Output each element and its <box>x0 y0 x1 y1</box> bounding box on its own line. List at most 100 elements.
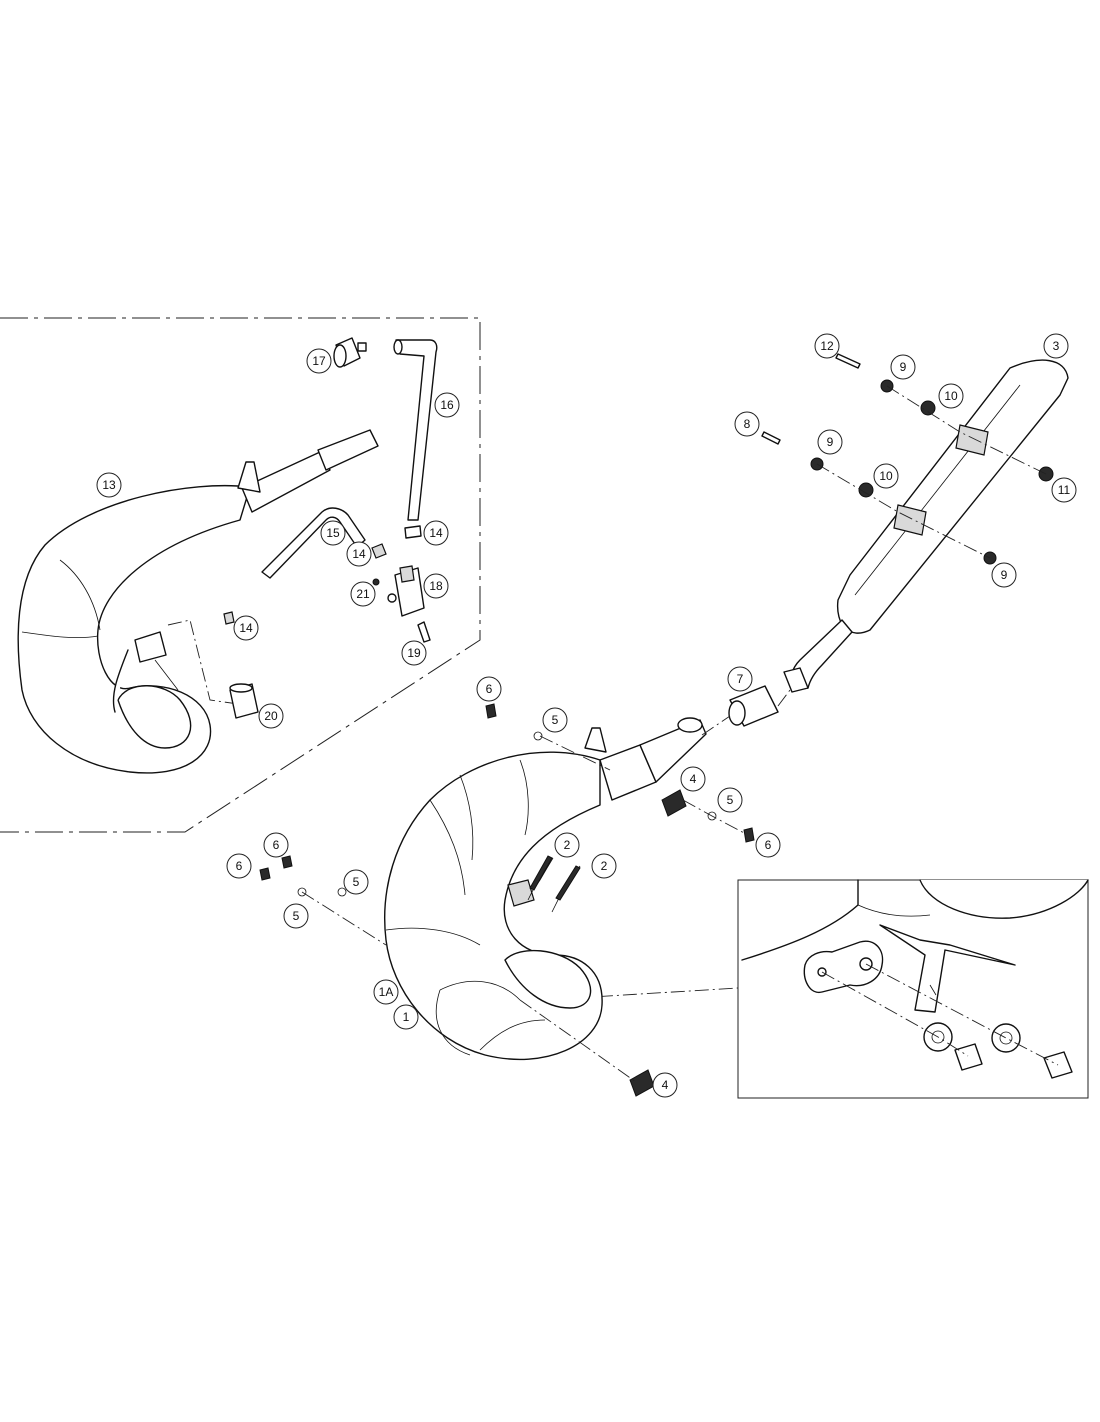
callout-number: 11 <box>1058 483 1071 497</box>
callout-number: 1A <box>379 985 394 999</box>
callout-number: 6 <box>486 682 493 696</box>
callout-number: 17 <box>312 354 326 368</box>
kit-valve-body <box>372 565 425 617</box>
kit-sleeve-c <box>223 611 235 625</box>
callout-number: 10 <box>879 469 893 483</box>
callout-10a: 10 <box>938 383 964 409</box>
callout-number: 5 <box>552 713 559 727</box>
callout-number: 1 <box>403 1010 410 1024</box>
callout-8: 8 <box>734 411 760 437</box>
main-exhaust-pipe <box>384 717 707 1061</box>
callout-9b: 9 <box>817 429 843 455</box>
callout-circle <box>814 333 840 359</box>
callout-6b: 6 <box>755 832 781 858</box>
callout-number: 14 <box>352 547 366 561</box>
callout-circle <box>652 1072 678 1098</box>
callout-number: 8 <box>744 417 751 431</box>
callout-12: 12 <box>814 333 840 359</box>
callout-circle <box>476 676 502 702</box>
callout-circle <box>283 903 309 929</box>
callout-circle <box>393 1004 419 1030</box>
main-washer-5a <box>533 731 543 741</box>
callout-number: 6 <box>236 859 243 873</box>
callout-5c: 5 <box>283 903 309 929</box>
kit-sleeve-a <box>404 525 422 539</box>
callout-circle <box>591 853 617 879</box>
callout-number: 6 <box>765 838 772 852</box>
main-grommet-10b <box>858 482 874 498</box>
kit-expansion-chamber <box>17 429 379 774</box>
main-grommet-10a <box>920 400 936 416</box>
callout-number: 7 <box>737 672 744 686</box>
main-leader-lines <box>301 385 1047 1083</box>
callout-number: 9 <box>900 360 907 374</box>
callout-circle <box>991 562 1017 588</box>
callout-number: 4 <box>690 772 697 786</box>
main-washer-5d <box>337 887 347 897</box>
callout-circle <box>346 541 372 567</box>
kit-valve-cap <box>333 337 367 368</box>
callout-circle <box>263 832 289 858</box>
callout-number: 5 <box>293 909 300 923</box>
callout-number: 21 <box>356 587 370 601</box>
kit-hose-bent <box>261 507 366 579</box>
callout-17: 17 <box>306 348 332 374</box>
callout-circle <box>554 832 580 858</box>
callout-circle <box>320 520 346 546</box>
callout-circle <box>350 581 376 607</box>
callout-4a: 4 <box>680 766 706 792</box>
callout-circle <box>423 573 449 599</box>
callout-14c: 14 <box>233 615 259 641</box>
callout-5b: 5 <box>717 787 743 813</box>
callout-number: 18 <box>429 579 443 593</box>
callout-18: 18 <box>423 573 449 599</box>
callout-number: 3 <box>1053 339 1060 353</box>
callout-circle <box>717 787 743 813</box>
callout-15: 15 <box>320 520 346 546</box>
callout-circle <box>434 392 460 418</box>
callout-number: 2 <box>564 838 571 852</box>
callout-5a: 5 <box>542 707 568 733</box>
callout-circle <box>226 853 252 879</box>
detail-pipe-section <box>741 879 1089 1079</box>
callout-number: 5 <box>727 793 734 807</box>
callout-number: 16 <box>440 398 454 412</box>
callout-number: 10 <box>944 389 958 403</box>
callout-2a: 2 <box>554 832 580 858</box>
callout-20: 20 <box>258 703 284 729</box>
callout-number: 9 <box>1001 568 1008 582</box>
kit-screw <box>417 621 431 643</box>
callout-6a: 6 <box>476 676 502 702</box>
callout-3: 3 <box>1043 333 1069 359</box>
main-bolt-6a <box>485 703 497 719</box>
callout-1: 1 <box>393 1004 419 1030</box>
callout-1A: 1A <box>373 979 399 1005</box>
callout-6d: 6 <box>226 853 252 879</box>
callout-13: 13 <box>96 472 122 498</box>
main-sleeve <box>728 685 779 727</box>
callout-circle <box>401 640 427 666</box>
main-bracket-4a <box>661 789 687 817</box>
main-bracket-4b <box>629 1069 655 1097</box>
callout-circle <box>727 666 753 692</box>
callout-labels: 11A2234455556666789991010111213141414151… <box>96 333 1077 1098</box>
callout-number: 20 <box>264 709 278 723</box>
callout-5d: 5 <box>343 869 369 895</box>
callout-circle <box>873 463 899 489</box>
callout-circle <box>542 707 568 733</box>
main-bolt-6d <box>259 867 271 881</box>
callout-circle <box>258 703 284 729</box>
callout-number: 14 <box>429 526 443 540</box>
callout-circle <box>96 472 122 498</box>
callout-2b: 2 <box>591 853 617 879</box>
callout-19: 19 <box>401 640 427 666</box>
callout-9a: 9 <box>890 354 916 380</box>
main-spring-b <box>551 865 581 913</box>
kit-hose-long <box>393 339 438 521</box>
callout-number: 2 <box>601 859 608 873</box>
callout-circle <box>1043 333 1069 359</box>
callout-circle <box>817 429 843 455</box>
callout-21: 21 <box>350 581 376 607</box>
callout-14b: 14 <box>346 541 372 567</box>
